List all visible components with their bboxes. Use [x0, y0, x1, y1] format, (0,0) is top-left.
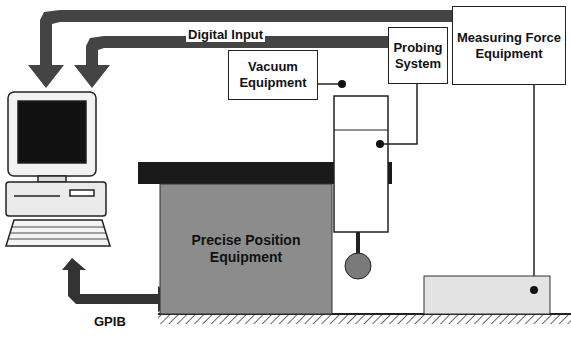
wires — [318, 84, 534, 290]
probe-head — [334, 96, 388, 279]
gpib-arrow — [62, 258, 176, 312]
position-body — [160, 184, 332, 314]
probing-box: Probing System — [388, 27, 448, 84]
node-text: Vacuum Equipment — [232, 59, 314, 90]
bus-label: GPIB — [92, 314, 128, 329]
force-sensor-block — [424, 276, 550, 314]
node-text: Precise Position Equipment — [168, 232, 324, 266]
force-equipment-box: Measuring Force Equipment — [452, 6, 566, 85]
node-text: Measuring Force Equipment — [456, 30, 562, 61]
position-equipment-label: Precise Position Equipment — [165, 196, 327, 302]
node-text: Probing System — [392, 40, 444, 71]
wire-dots — [338, 80, 538, 294]
wire-dot — [530, 286, 538, 294]
floor-hatch — [158, 314, 571, 324]
signal-label: Digital Input — [186, 27, 265, 42]
vacuum-box: Vacuum Equipment — [228, 50, 318, 100]
computer-icon — [6, 92, 110, 246]
